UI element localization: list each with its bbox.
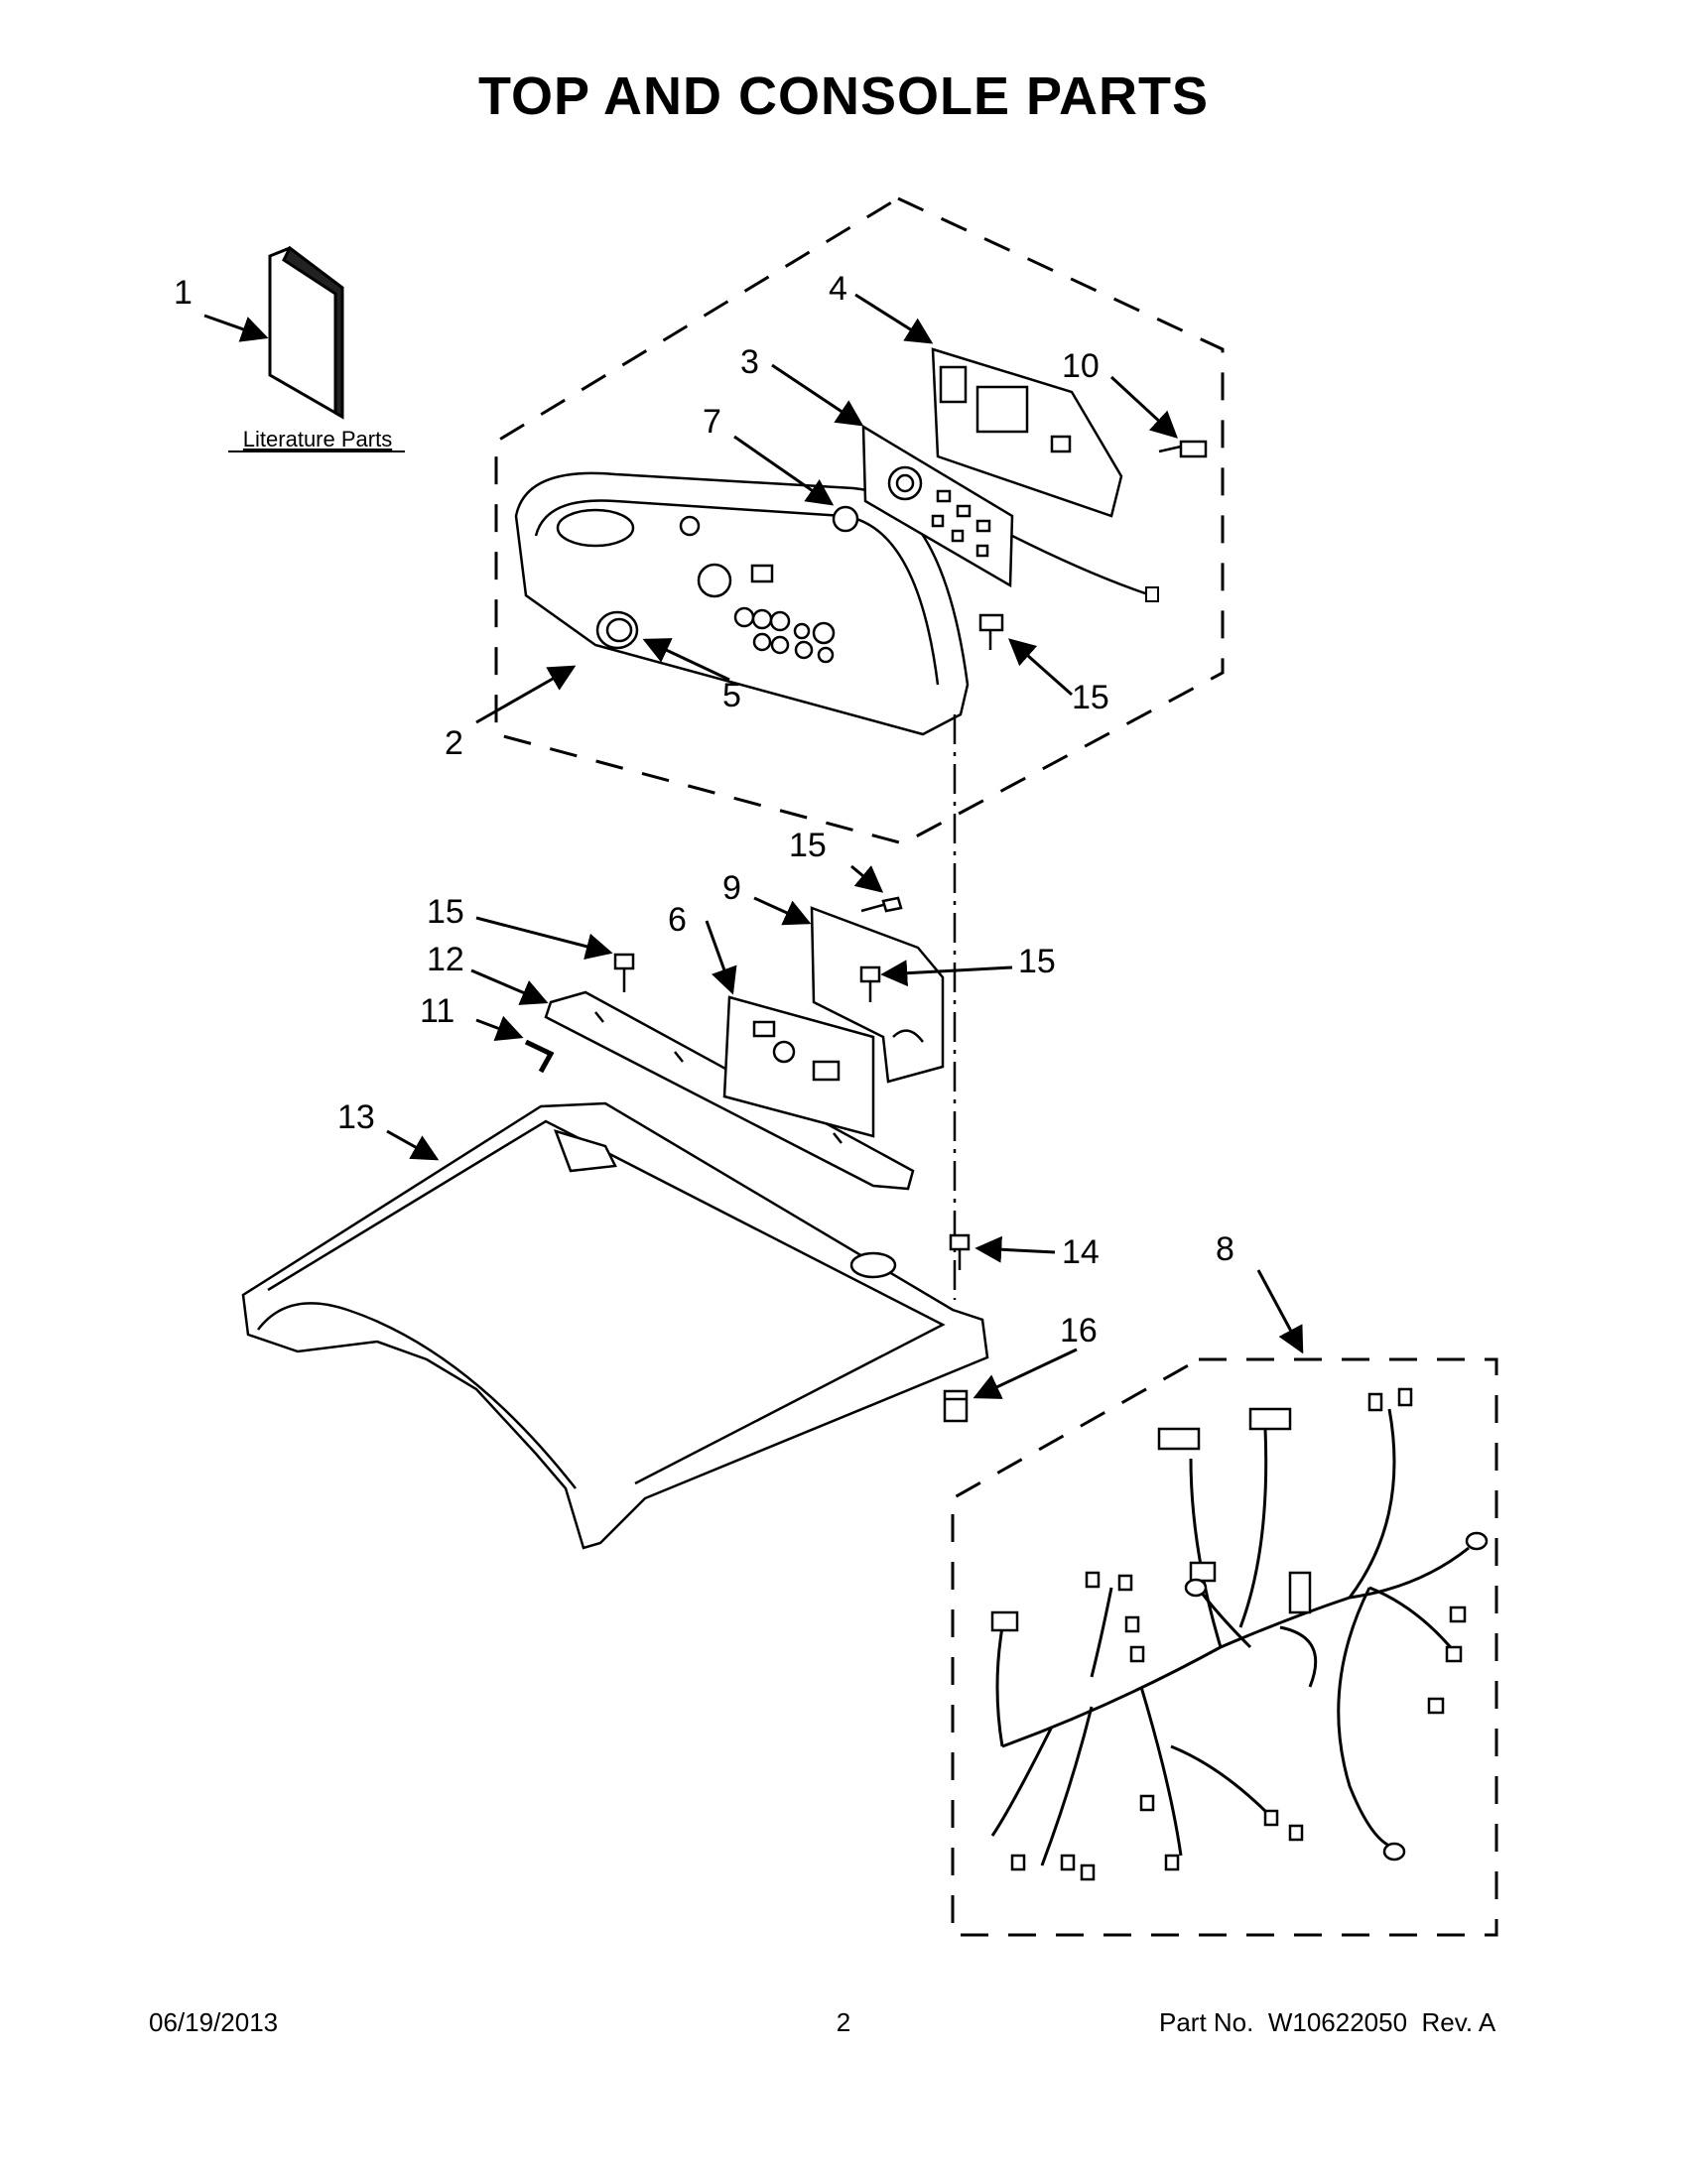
footer-part-info: Part No. W10622050 Rev. A <box>1159 2007 1495 2038</box>
harness-connectors <box>990 1387 1489 1881</box>
screw-15-console <box>978 613 1004 650</box>
callout-15-console: 15 <box>1072 679 1109 716</box>
callout-14: 14 <box>1062 1233 1100 1271</box>
console-panel <box>514 471 970 736</box>
control-bracket <box>810 906 945 1084</box>
footer-page-number: 2 <box>836 2007 851 2037</box>
screw-15-bracket-side <box>859 965 881 1002</box>
callout-labels: 1 2 3 4 5 6 7 8 9 10 11 12 13 14 15 15 1… <box>174 270 1234 1349</box>
hex-key <box>524 1039 555 1074</box>
screw-14 <box>949 1233 971 1270</box>
callout-15-left: 15 <box>427 893 464 931</box>
console-dashed-boundary <box>494 196 1225 845</box>
clip-16 <box>943 1389 969 1423</box>
screw-15-support <box>613 953 635 992</box>
callout-16: 16 <box>1060 1312 1098 1349</box>
callout-8: 8 <box>1216 1230 1234 1268</box>
callout-1: 1 <box>174 274 193 312</box>
callout-10: 10 <box>1062 347 1100 385</box>
user-interface-board <box>861 424 1014 588</box>
machine-control-board <box>722 995 875 1138</box>
callout-12: 12 <box>427 941 464 978</box>
callout-7: 7 <box>703 403 721 441</box>
encoder-ring <box>832 505 859 533</box>
revision: Rev. A <box>1421 2007 1496 2037</box>
callout-2: 2 <box>445 724 463 762</box>
footer-date: 06/19/2013 <box>149 2007 279 2037</box>
callout-15-right: 15 <box>1018 943 1056 980</box>
part-number: W10622050 <box>1267 2007 1408 2037</box>
page-title: TOP AND CONSOLE PARTS <box>477 66 1210 126</box>
top-panel <box>241 1101 989 1550</box>
wire-harness <box>990 1408 1470 1866</box>
callout-4: 4 <box>829 270 847 308</box>
callout-13: 13 <box>337 1098 375 1136</box>
callout-arrows <box>203 293 1304 1399</box>
board-wire <box>1011 534 1152 597</box>
part-number-label: Part No. <box>1159 2007 1254 2037</box>
display-board <box>931 347 1123 518</box>
callout-5: 5 <box>722 677 741 714</box>
callout-9: 9 <box>722 869 741 907</box>
callout-3: 3 <box>740 343 759 381</box>
screw-10 <box>1158 440 1208 458</box>
callout-6: 6 <box>668 901 687 939</box>
harness-dashed-boundary <box>951 1357 1498 1937</box>
callout-15-top: 15 <box>789 827 827 864</box>
screw-15-bracket-top <box>860 896 903 913</box>
literature-parts-label: Literature Parts <box>243 427 392 451</box>
callout-11: 11 <box>420 992 454 1030</box>
literature-parts-booklet <box>268 245 344 420</box>
control-knob <box>595 610 639 650</box>
